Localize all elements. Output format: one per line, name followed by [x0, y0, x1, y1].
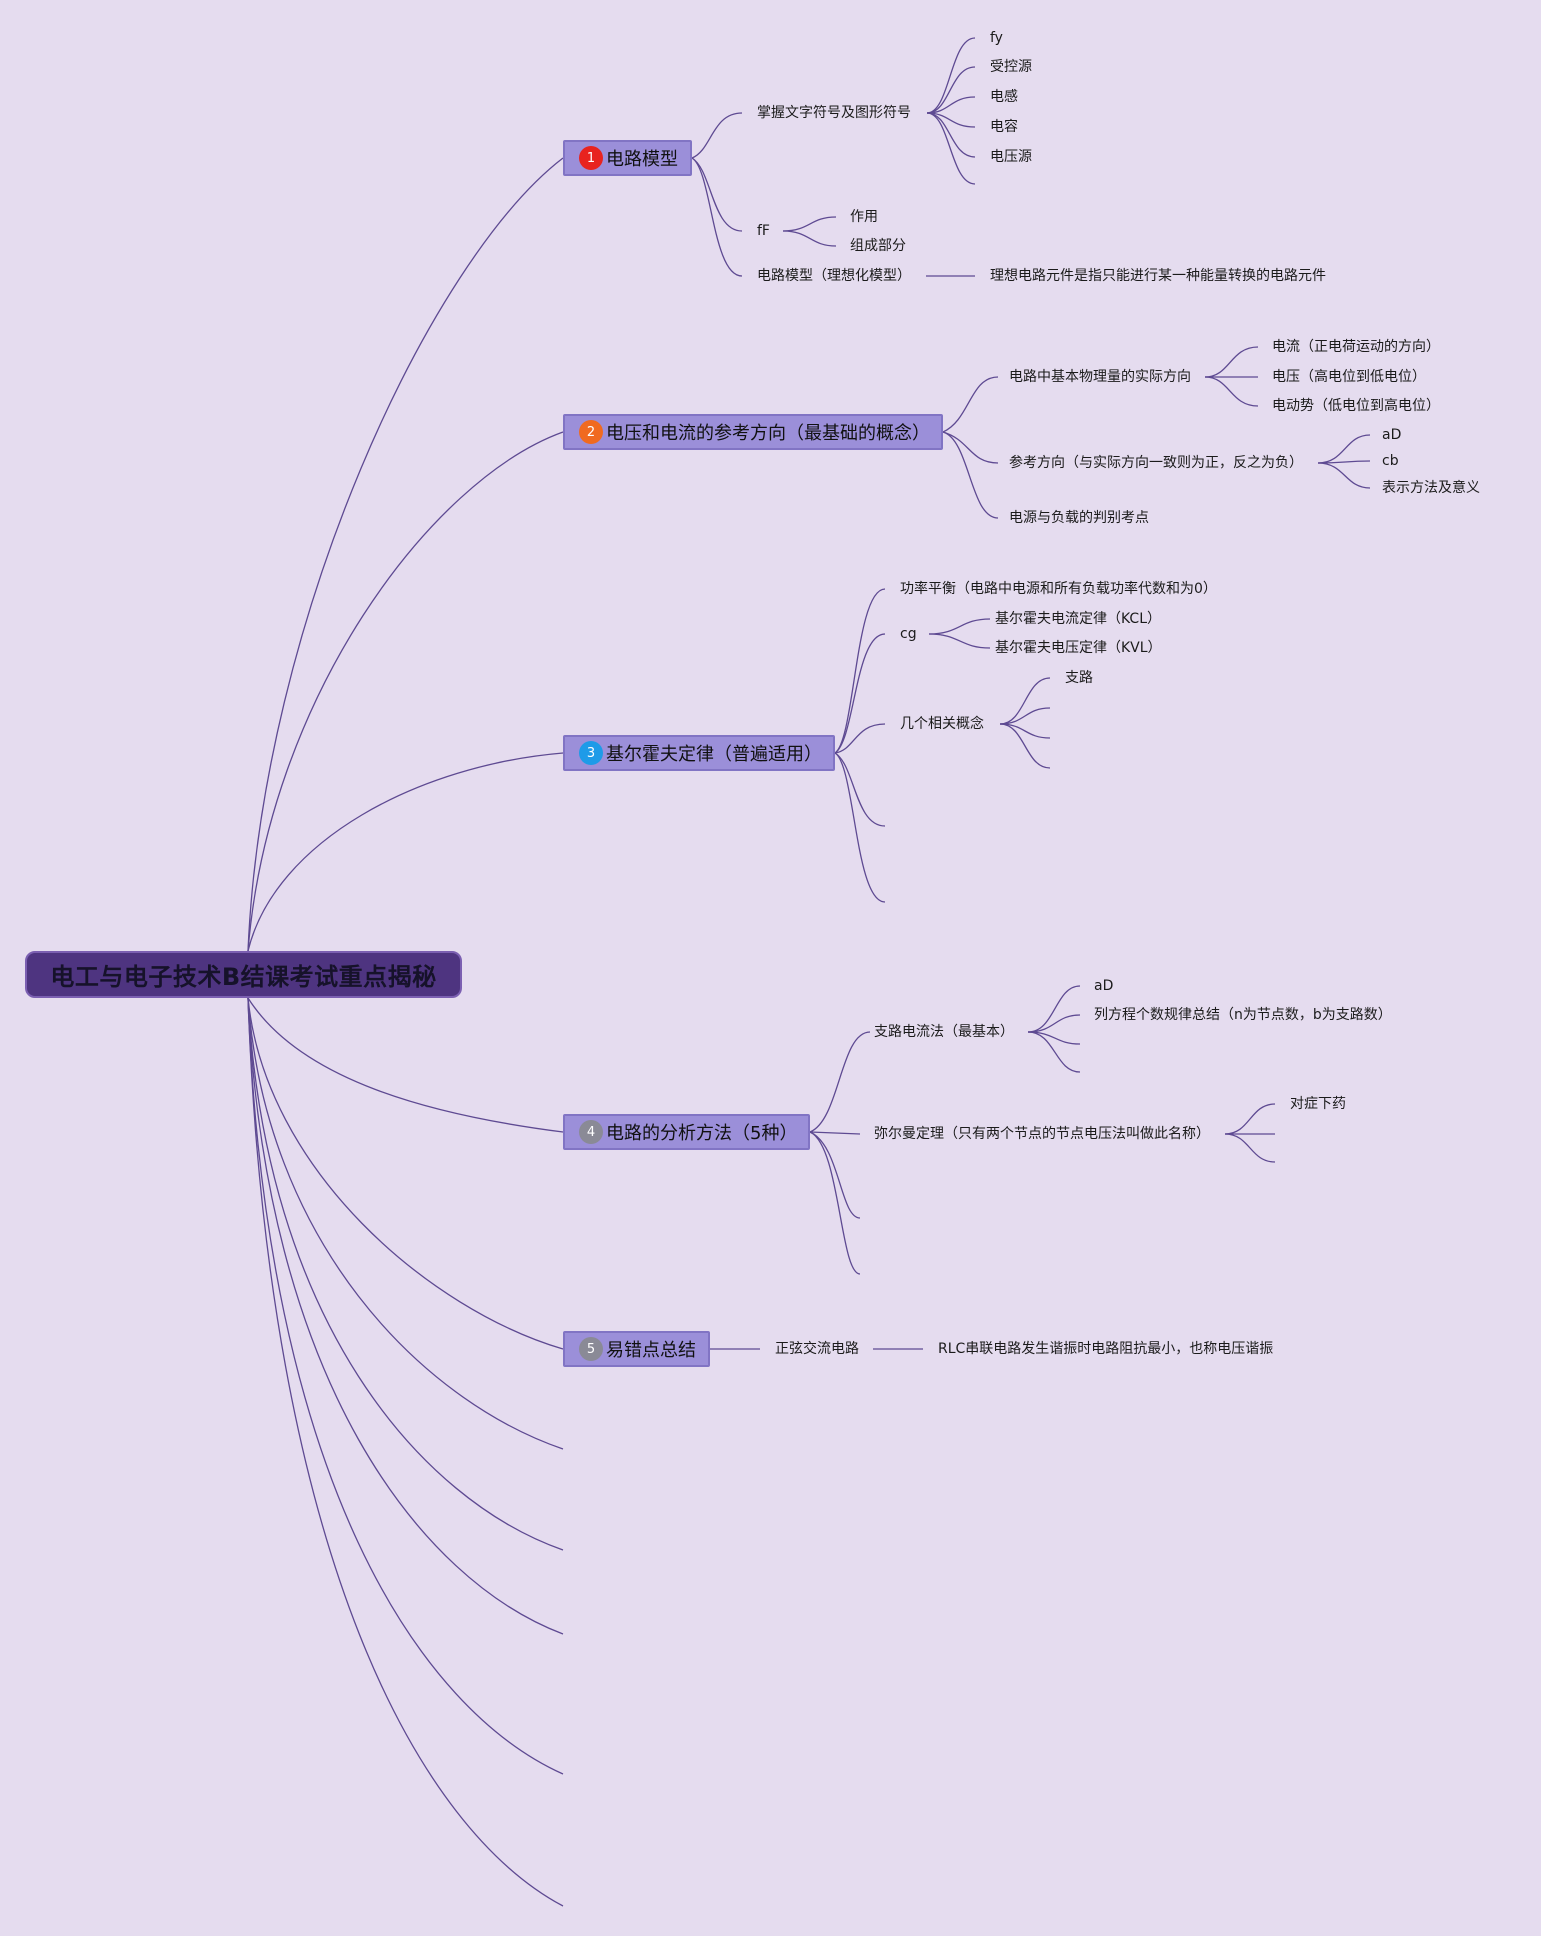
branch-label: 电路模型	[606, 149, 678, 170]
link-b4-c2	[809, 1131, 861, 1135]
link-b2-c1-g1	[1204, 346, 1259, 378]
link-b3-c3-g2	[999, 707, 1051, 725]
link-b3-c3	[834, 723, 886, 754]
link-b4-c1	[809, 1031, 871, 1133]
branch-3-node[interactable]: 3 基尔霍夫定律（普遍适用）	[563, 735, 835, 771]
link-b1-c1	[691, 112, 743, 159]
link-b3-c3-g1	[999, 677, 1051, 725]
root-label: 电工与电子技术B结课考试重点揭秘	[50, 963, 437, 991]
topic-node[interactable]: 支路电流法（最基本）	[874, 1024, 1014, 1040]
topic-node[interactable]: 功率平衡（电路中电源和所有负载功率代数和为0）	[900, 581, 1217, 597]
branch-5-node[interactable]: 5 易错点总结	[563, 1331, 710, 1367]
topic-node[interactable]: fF	[757, 223, 770, 239]
link-b1-c1-g2	[926, 66, 976, 114]
topic-node[interactable]: 掌握文字符号及图形符号	[757, 105, 911, 121]
topic-node[interactable]: 电流（正电荷运动的方向）	[1272, 339, 1440, 355]
topic-node[interactable]: cb	[1382, 453, 1399, 469]
topic-node[interactable]: 参考方向（与实际方向一致则为正，反之为负）	[1009, 455, 1303, 471]
link-b2-c3	[942, 431, 999, 519]
number-badge-icon: 4	[579, 1120, 603, 1144]
link-b1-c3	[691, 157, 743, 277]
number-badge-icon: 3	[579, 741, 603, 765]
link-b1-c1-g6	[926, 112, 976, 185]
topic-node[interactable]: 电源与负载的判别考点	[1009, 510, 1149, 526]
link-b4-c1-g4	[1027, 1031, 1081, 1073]
number-badge-icon: 5	[579, 1337, 603, 1361]
link-b4-c1-g2	[1027, 1014, 1081, 1033]
link-b3-c4	[834, 752, 886, 827]
topic-node[interactable]: 电动势（低电位到高电位）	[1272, 398, 1440, 414]
link-b2-c1	[942, 376, 999, 433]
link-b1-c2-g1	[782, 216, 837, 232]
link-root-branch-3	[247, 752, 564, 952]
topic-node[interactable]: aD	[1094, 978, 1114, 994]
topic-node[interactable]: 支路	[1065, 670, 1093, 686]
branch-label: 易错点总结	[606, 1340, 696, 1361]
link-b2-c1-g3	[1204, 376, 1259, 407]
topic-node[interactable]: fy	[990, 30, 1003, 46]
link-b3-c2-g1	[928, 618, 991, 635]
link-root-branch-5	[247, 997, 564, 1350]
link-b1-c1-g1	[926, 37, 976, 114]
topic-node[interactable]: 受控源	[990, 59, 1032, 75]
link-b3-c1	[834, 588, 886, 754]
topic-node[interactable]: 弥尔曼定理（只有两个节点的节点电压法叫做此名称）	[874, 1126, 1210, 1142]
link-root-branch-1	[247, 157, 564, 952]
link-root-branch-2	[247, 431, 564, 952]
link-b3-c2	[834, 633, 886, 754]
link-b2-c2-g1	[1317, 434, 1371, 464]
topic-node[interactable]: 组成部分	[850, 238, 906, 254]
link-b2-c2	[942, 431, 999, 464]
topic-node[interactable]: 电感	[990, 89, 1018, 105]
link-b1-c1-g3	[926, 96, 976, 114]
branch-2-node[interactable]: 2 电压和电流的参考方向（最基础的概念）	[563, 414, 943, 450]
link-root-empty-10	[247, 997, 564, 1907]
number-badge-icon: 1	[579, 146, 603, 170]
topic-node[interactable]: 电路中基本物理量的实际方向	[1009, 369, 1191, 385]
branch-1-node[interactable]: 1 电路模型	[563, 140, 692, 176]
link-b4-c2-g3	[1224, 1133, 1276, 1163]
topic-node[interactable]: 基尔霍夫电流定律（KCL）	[995, 611, 1161, 627]
topic-node[interactable]: 列方程个数规律总结（n为节点数，b为支路数）	[1094, 1007, 1392, 1023]
number-badge-icon: 2	[579, 420, 603, 444]
link-root-empty-6	[247, 997, 564, 1450]
topic-node[interactable]: aD	[1382, 427, 1402, 443]
link-b1-c1-g5	[926, 112, 976, 158]
topic-node[interactable]: 电容	[990, 119, 1018, 135]
root-node[interactable]: 电工与电子技术B结课考试重点揭秘	[25, 951, 462, 998]
topic-node[interactable]: 电路模型（理想化模型）	[757, 268, 911, 284]
link-b4-c1-g1	[1027, 985, 1081, 1033]
topic-node[interactable]: 几个相关概念	[900, 716, 984, 732]
branch-label: 电压和电流的参考方向（最基础的概念）	[606, 423, 930, 444]
topic-node[interactable]: 正弦交流电路	[775, 1341, 859, 1357]
link-b3-c5	[834, 752, 886, 903]
link-b2-c2-g3	[1317, 462, 1371, 489]
link-root-empty-9	[247, 997, 564, 1775]
topic-node[interactable]: 作用	[850, 209, 878, 225]
link-b3-c3-g4	[999, 723, 1051, 769]
link-b3-c2-g2	[928, 633, 991, 649]
link-b4-c4	[809, 1131, 861, 1275]
branch-label: 电路的分析方法（5种）	[606, 1123, 798, 1144]
link-b4-c3	[809, 1131, 861, 1219]
topic-node[interactable]: 基尔霍夫电压定律（KVL）	[995, 640, 1162, 656]
link-b1-c2-g2	[782, 230, 837, 247]
topic-node[interactable]: cg	[900, 626, 917, 642]
topic-node[interactable]: 电压（高电位到低电位）	[1272, 369, 1426, 385]
branch-4-node[interactable]: 4 电路的分析方法（5种）	[563, 1114, 810, 1150]
link-b4-c2-g1	[1224, 1103, 1276, 1135]
branch-label: 基尔霍夫定律（普遍适用）	[606, 744, 822, 765]
topic-node[interactable]: 电压源	[990, 149, 1032, 165]
link-root-empty-7	[247, 997, 564, 1551]
topic-node[interactable]: 理想电路元件是指只能进行某一种能量转换的电路元件	[990, 268, 1326, 284]
topic-node[interactable]: 表示方法及意义	[1382, 480, 1480, 496]
link-root-empty-8	[247, 997, 564, 1635]
topic-node[interactable]: RLC串联电路发生谐振时电路阻抗最小，也称电压谐振	[938, 1341, 1274, 1357]
link-root-branch-4	[247, 997, 564, 1133]
topic-node[interactable]: 对症下药	[1290, 1096, 1346, 1112]
